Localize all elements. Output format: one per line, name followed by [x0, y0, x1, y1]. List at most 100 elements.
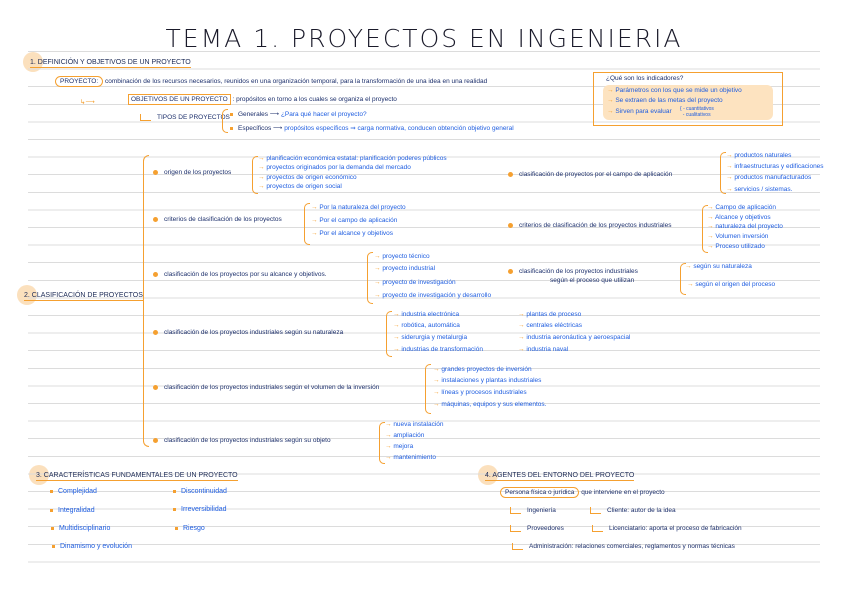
proceso-label-2: según el proceso que utilizan: [550, 277, 635, 284]
characteristic-item: Irreversibilidad: [173, 506, 227, 513]
agent-administracion: Administración: relaciones comerciales, …: [512, 543, 735, 550]
list-item: industria aeronáutica y aeroespacial: [518, 334, 630, 341]
list-item: Por el campo de aplicación: [311, 217, 397, 224]
list-item: siderurgia y metalurgia: [393, 334, 467, 341]
list-item: nueva instalación: [385, 421, 443, 428]
brace: [222, 109, 228, 133]
characteristic-item: Multidisciplinario: [51, 525, 110, 532]
indicator-kinds: { - cuantitativos - cualitativos: [680, 106, 714, 118]
section-number: 2.: [17, 285, 37, 305]
naturaleza-label: clasificación de los proyectos industria…: [153, 329, 343, 336]
section-number: 1.: [23, 52, 43, 72]
list-item: naturaleza del proyecto: [707, 223, 783, 230]
characteristic-item: Riesgo: [175, 525, 205, 532]
brace: [379, 422, 385, 464]
list-item: Volumen inversión: [707, 233, 768, 240]
brace: [425, 364, 431, 414]
agent-cliente: Cliente: autor de la idea: [590, 507, 676, 514]
list-item: grandes proyectos de inversión: [433, 366, 531, 373]
list-item: proyecto técnico: [374, 253, 429, 260]
especificos-label: Específicos ⟶: [238, 125, 283, 132]
proyecto-definition: PROYECTO: combinación de los recursos ne…: [55, 76, 488, 87]
characteristic-item: Complejidad: [50, 488, 97, 495]
brace: [367, 252, 373, 304]
brace: [386, 311, 392, 357]
section-2-heading: 2. Clasificación de proyectos: [17, 285, 143, 305]
list-item: Por el alcance y objetivos: [311, 230, 393, 237]
list-item: proyectos de origen económico: [258, 174, 356, 181]
generales-label: Generales ⟶: [238, 111, 280, 118]
agent-proveedores: Proveedores: [510, 525, 564, 532]
objetivos-label: OBJETIVOS DE UN PROYECTO: [128, 94, 231, 105]
list-item: mantenimiento: [385, 454, 436, 461]
list-item: planificación económica estatal: planifi…: [258, 155, 446, 162]
brace: [304, 203, 310, 245]
main-brace: [143, 155, 149, 447]
persona-label: Persona física o jurídica: [500, 487, 580, 498]
list-item: Proceso utilizado: [707, 243, 765, 250]
alcance-label: clasificación de los proyectos por su al…: [153, 271, 327, 278]
list-item: máquinas, equipos y sus elementos.: [433, 401, 546, 408]
list-item: industria naval: [518, 346, 568, 353]
brace: [720, 152, 726, 194]
kind: - cualitativos: [682, 112, 711, 118]
list-item: Alcance y objetivos: [707, 214, 771, 221]
section-title: Clasificación de proyectos: [31, 292, 143, 299]
objetivos-row: OBJETIVOS DE UN PROYECTO : propósitos en…: [128, 94, 397, 105]
list-item: Por la naturaleza del proyecto: [311, 204, 405, 211]
indicator-item: Parámetros con los que se mide un objeti…: [607, 87, 741, 94]
list-item: instalaciones y plantas industriales: [433, 377, 541, 384]
list-item: ampliación: [385, 432, 424, 439]
section-number: 4.: [478, 465, 498, 485]
list-item: Campo de aplicación: [707, 204, 776, 211]
proyecto-label: PROYECTO:: [55, 76, 104, 87]
list-item: proyecto de investigación: [374, 279, 455, 286]
agent-licenciatario: Licenciatario: aporta el proceso de fabr…: [592, 525, 742, 532]
especificos-row: Específicos ⟶ propósitos específicos ⇒ c…: [230, 124, 514, 132]
campo-label: clasificación de proyectos por el campo …: [508, 171, 672, 178]
section-number: 3.: [29, 465, 49, 485]
curved-arrow-icon: ↳⟶: [80, 99, 95, 106]
brace: [680, 263, 686, 295]
section-title: Definición y objetivos de un proyecto: [37, 59, 191, 66]
list-item: centrales eléctricas: [518, 322, 582, 329]
list-item: proyecto industrial: [374, 265, 435, 272]
section-1-heading: 1. Definición y objetivos de un proyecto: [23, 52, 191, 72]
tipos-label: TIPOS DE PROYECTOS: [140, 114, 230, 121]
list-item: proyectos originados por la demanda del …: [258, 164, 411, 171]
list-item: según el origen del proceso: [687, 281, 775, 288]
brace: [702, 205, 708, 253]
characteristic-item: Discontinuidad: [173, 488, 227, 495]
generales-question: ¿Para qué hacer el proyecto?: [280, 111, 367, 118]
agent-ingenieria: Ingeniería: [510, 507, 556, 514]
list-item: industrias de transformación: [393, 346, 483, 353]
criterios-label: criterios de clasificación de los proyec…: [153, 216, 282, 223]
list-item: líneas y procesos industriales: [433, 389, 526, 396]
especificos-def: propósitos específicos ⇒ carga normativa…: [284, 125, 514, 132]
origen-label: origen de los proyectos: [153, 169, 231, 176]
list-item: mejora: [385, 443, 413, 450]
objeto-label: clasificación de los proyectos industria…: [153, 437, 331, 444]
objetivos-def: : propósitos en torno a los cuales se or…: [232, 96, 397, 103]
list-item: proyecto de investigación y desarrollo: [374, 292, 491, 299]
crit-ind-label: criterios de clasificación de los proyec…: [508, 222, 671, 229]
list-item: infraestructuras y edificaciones: [726, 163, 823, 170]
indicator-item: Sirven para evaluar: [607, 108, 671, 115]
list-item: industria electrónica: [393, 311, 459, 318]
section-3-heading: 3. Características fundamentales de un p…: [29, 465, 238, 485]
page-title: TEMA 1. PROYECTOS EN INGENIERIA: [165, 24, 683, 53]
proyecto-def: combinación de los recursos necesarios, …: [104, 78, 488, 85]
generales-row: Generales ⟶ ¿Para qué hacer el proyecto?: [230, 110, 367, 118]
notebook-lines: [28, 51, 820, 563]
list-item: proyectos de origen social: [258, 183, 342, 190]
list-item: según su naturaleza: [685, 263, 752, 270]
characteristic-item: Dinamismo y evolución: [52, 543, 132, 550]
list-item: productos manufacturados: [726, 174, 811, 181]
list-item: robótica, automática: [393, 322, 460, 329]
indicators-question: ¿Qué son los indicadores?: [606, 75, 684, 82]
brace: [252, 156, 258, 194]
list-item: plantas de proceso: [518, 311, 581, 318]
indicators-box: [593, 72, 783, 126]
proceso-label: clasificación de los proyectos industria…: [508, 268, 638, 275]
